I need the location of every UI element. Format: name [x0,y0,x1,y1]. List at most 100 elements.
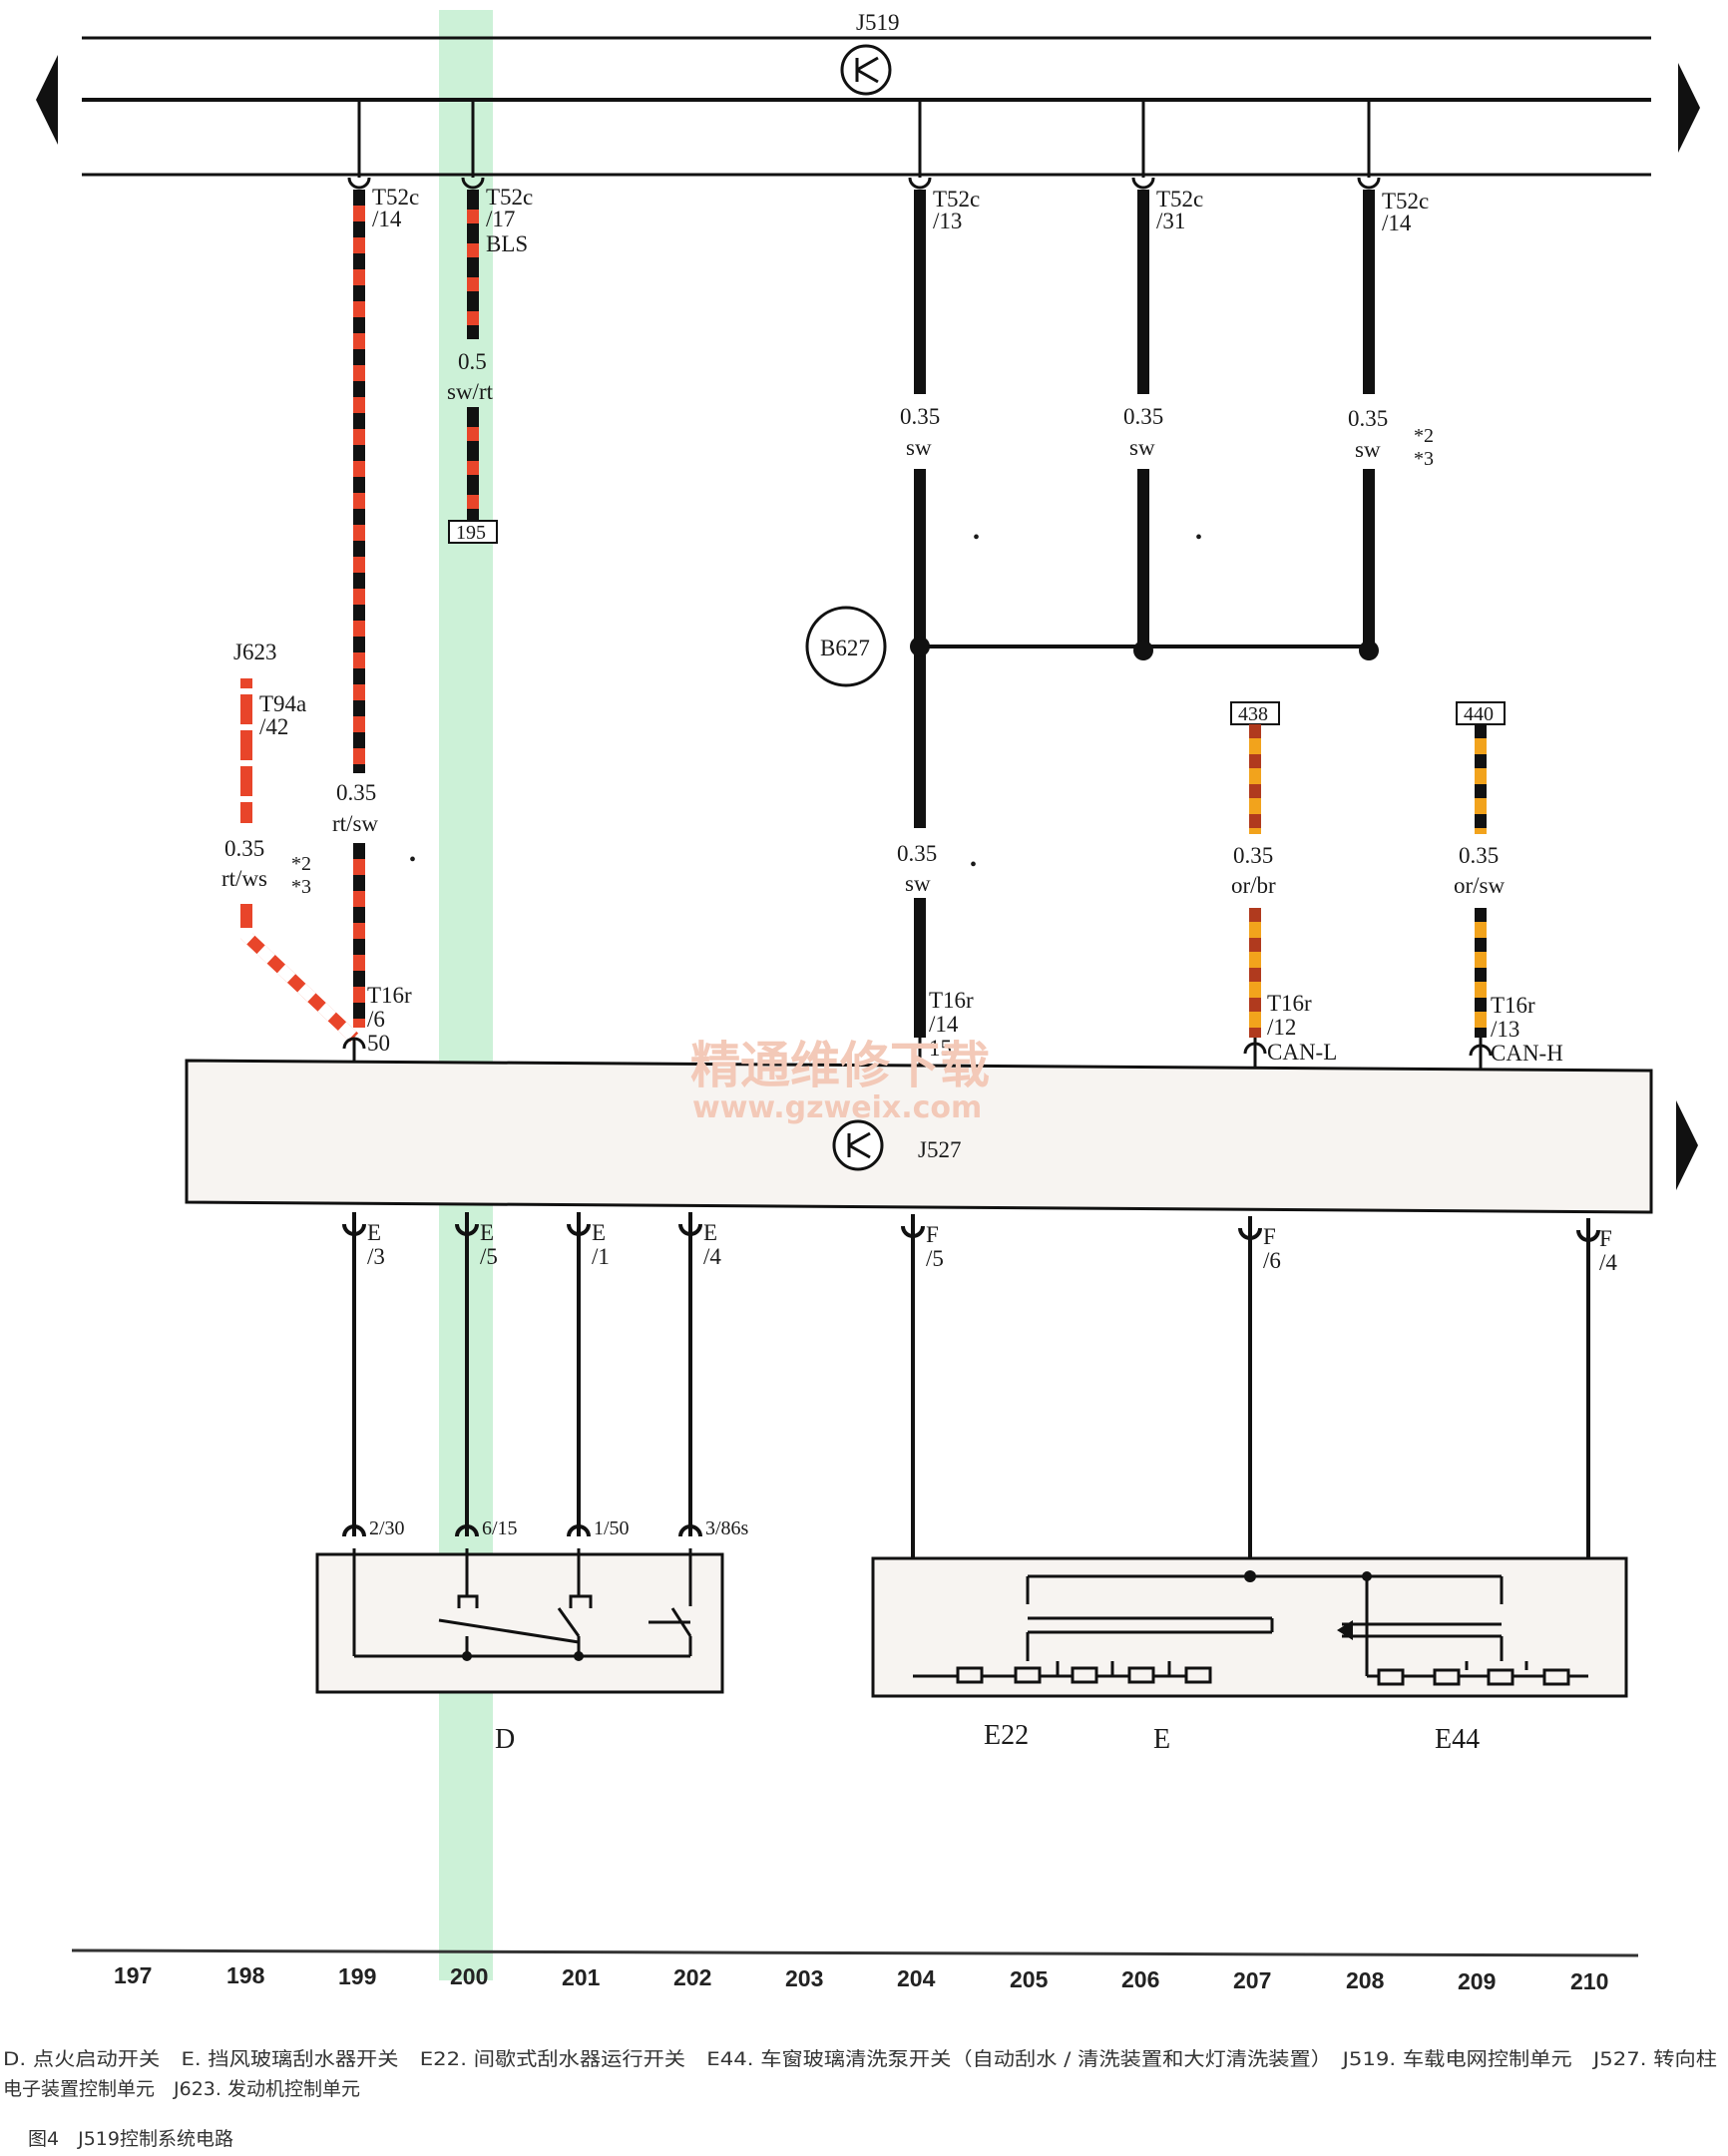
t16r-14-pin: T16r [929,988,974,1013]
term-3-86s: 3/86s [705,1517,749,1539]
wire-209-gauge: 0.35 [1459,843,1499,868]
col-209: 209 [1458,1968,1496,1994]
wire-207-color: or/br [1231,873,1276,898]
wire-207-gauge: 0.35 [1233,843,1273,868]
wire-199-pin: T52c [372,185,419,210]
wire-199-gauge: 0.35 [336,780,376,805]
dot-3: • [1195,527,1202,549]
watermark-line2: www.gzweix.com [692,1090,982,1125]
pin-f5-conn: F [926,1222,939,1247]
t16r-6-pin: T16r [367,983,412,1008]
col-197: 197 [114,1962,152,1988]
col-210: 210 [1570,1968,1608,1994]
wire-204b-color: sw [905,871,931,896]
col-205: 205 [1010,1966,1049,1992]
t16r-14-no: /14 [929,1012,959,1037]
j519-label: J519 [856,10,899,35]
column-ruler [71,1948,1639,1957]
t16r-6-no: /6 [367,1007,385,1032]
wire-j623 [240,678,359,1043]
switch-d [315,1548,724,1694]
b627-label: B627 [820,636,870,660]
dot-2: • [973,527,980,549]
wire-207 [1230,701,1280,1038]
j623-label: J623 [233,640,276,664]
j527-ecu-icon [832,1119,884,1171]
bus-drops [347,100,1381,190]
col-207: 207 [1233,1967,1271,1993]
t16r-12-sig: CAN-L [1267,1040,1337,1065]
t16r-13-sig: CAN-H [1491,1041,1563,1066]
t16r-12-no: /12 [1267,1015,1296,1040]
j519-ecu-icon [840,44,892,96]
wire-204-pin: T52c [933,187,980,212]
j623-no: /42 [259,714,288,739]
col-203: 203 [785,1965,823,1991]
ref-box-195 [448,520,498,544]
dot-4: • [970,854,977,876]
wire-208-color: sw [1355,437,1381,462]
pin-f6-no: /6 [1263,1248,1281,1273]
switch-e44-label: E44 [1435,1724,1480,1755]
pin-e1-conn: E [592,1220,606,1245]
wire-204b-gauge: 0.35 [897,841,937,866]
pin-f6-conn: F [1263,1224,1276,1249]
col-204: 204 [897,1965,936,1991]
arrow-left-icon [36,55,58,145]
pin-e5-no: /5 [480,1244,498,1269]
col-208: 208 [1346,1967,1385,1993]
term-6-15: 6/15 [482,1517,518,1539]
pin-e1-no: /1 [592,1244,610,1269]
pin-e4-conn: E [703,1220,717,1245]
col-201: 201 [562,1964,601,1990]
wire-199-no: /14 [372,207,402,231]
col-200: 200 [450,1963,488,1989]
dot-1: • [409,849,416,871]
wire-207-ref: 438 [1238,703,1268,725]
term-2-30: 2/30 [369,1517,405,1539]
wire-208-pin: T52c [1382,189,1429,214]
col-206: 206 [1121,1966,1159,1992]
j527-label: J527 [918,1137,961,1162]
pin-e4-no: /4 [703,1244,721,1269]
arrow-head-icon [1337,1620,1353,1640]
wire-204-no: /13 [933,209,962,233]
wire-208-no: /14 [1382,211,1412,235]
wire-208-gauge: 0.35 [1348,406,1388,431]
col-199: 199 [338,1963,376,1989]
arrow-right-icon [1678,63,1700,153]
pin-e5-conn: E [480,1220,494,1245]
wire-200-sig: BLS [486,231,528,256]
wire-204-color: sw [906,435,932,460]
legend-line-2: 电子装置控制单元 J623. 发动机控制单元 [3,2078,360,2100]
legend-line-1: D. 点火启动开关 E. 挡风玻璃刮水器开关 E22. 间歇式刮水器运行开关 E… [3,2048,1717,2070]
wire-200-no: /17 [486,207,515,231]
wire-204-gauge: 0.35 [900,404,940,429]
wire-208-note1: *2 [1414,425,1434,447]
watermark-line1: 精通维修下载 [690,1037,990,1094]
pin-f5-no: /5 [926,1246,944,1271]
t16r-12-pin: T16r [1267,991,1312,1016]
j519-module: J519 [36,10,1700,177]
column-numbers: 197 198 199 200 201 202 203 204 205 206 … [114,1962,1608,1994]
t16r-13-no: /13 [1491,1017,1519,1042]
j623-gauge: 0.35 [224,836,264,861]
figure-caption: 图4 J519控制系统电路 [28,2128,233,2150]
j623-color: rt/ws [221,866,267,891]
wire-206-pin: T52c [1156,187,1203,212]
t16r-6-sig: 50 [367,1031,390,1056]
j623-note1: *2 [291,853,311,875]
switch-d-dots [462,1651,584,1661]
switch-e-dots [1244,1570,1372,1640]
wire-206-gauge: 0.35 [1123,404,1163,429]
wire-206-color: sw [1129,435,1155,460]
wire-200-ref: 195 [456,522,486,544]
t16r-13-pin: T16r [1491,993,1535,1018]
wire-209 [1456,701,1506,1038]
wire-200-pin: T52c [486,185,533,210]
col-198: 198 [226,1962,265,1988]
pin-f4-conn: F [1599,1226,1612,1251]
wire-200 [448,190,498,544]
pin-e3-conn: E [367,1220,381,1245]
